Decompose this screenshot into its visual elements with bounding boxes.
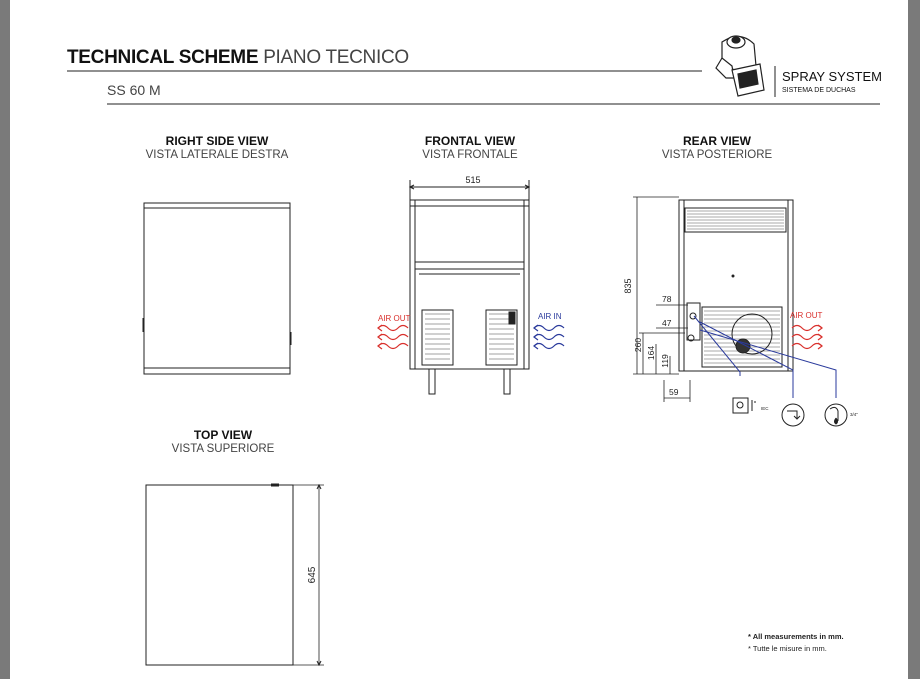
page-title: TECHNICAL SCHEME PIANO TECNICO (67, 47, 409, 69)
frontal-view-drawing (408, 180, 531, 395)
frontal-width-dim: 515 (465, 175, 480, 185)
rear-dim-119: 119 (660, 354, 670, 368)
frontal-air-in-label: AIR IN (538, 312, 562, 321)
air-in-arrows-icon (533, 324, 565, 350)
title-light: PIANO TECNICO (263, 47, 409, 68)
rear-view-subtitle: VISTA POSTERIORE (661, 149, 773, 161)
right-side-view-title: RIGHT SIDE VIEW (165, 134, 269, 148)
rear-view-drawing (678, 199, 794, 372)
rear-air-out-label: AIR OUT (790, 311, 823, 320)
note-measurements-en: * All measurements in mm. (748, 632, 844, 641)
frontal-air-out-label: AIR OUT (378, 314, 411, 323)
right-side-view-drawing (142, 202, 292, 375)
water-drain-icon (824, 403, 848, 427)
drain-label: 3/4" (850, 412, 858, 417)
top-view-title: TOP VIEW (193, 428, 253, 442)
ice-machine-logo-icon (715, 35, 765, 97)
rear-air-out-arrows-icon (791, 324, 823, 350)
rear-height-dim: 835 (623, 278, 633, 293)
power-label: IEC (761, 406, 769, 411)
rear-dim-78: 78 (662, 294, 672, 304)
air-out-arrows-icon (377, 324, 409, 350)
document-page: TECHNICAL SCHEME PIANO TECNICO SS 60 M S… (10, 0, 908, 679)
rear-dim-260: 260 (633, 338, 643, 352)
frontal-view-title: FRONTAL VIEW (424, 134, 516, 148)
rear-dim-164: 164 (646, 346, 656, 360)
rear-dimensions (633, 196, 691, 402)
right-side-view-subtitle: VISTA LATERALE DESTRA (145, 149, 289, 161)
rear-dim-59: 59 (669, 387, 679, 397)
technical-drawing: 515 AIR OUT AIR IN 835 78 47 260 164 119… (67, 35, 880, 667)
power-plug-icon (732, 397, 756, 414)
connection-leaders (693, 315, 837, 398)
top-view-subtitle: VISTA SUPERIORE (171, 443, 275, 455)
brand-subtitle: SISTEMA DE DUCHAS (782, 87, 856, 94)
rear-dim-47: 47 (662, 318, 672, 328)
water-inlet-icon (781, 403, 805, 427)
top-view-drawing (145, 483, 324, 667)
brand-name: SPRAY SYSTEM (782, 69, 882, 84)
note-measurements-it: * Tutte le misure in mm. (748, 644, 827, 653)
rear-view-title: REAR VIEW (682, 134, 751, 148)
title-bold: TECHNICAL SCHEME (67, 47, 259, 68)
top-depth-dim: 645 (307, 566, 318, 583)
frontal-view-subtitle: VISTA FRONTALE (422, 149, 518, 161)
model-name: SS 60 M (107, 82, 161, 98)
